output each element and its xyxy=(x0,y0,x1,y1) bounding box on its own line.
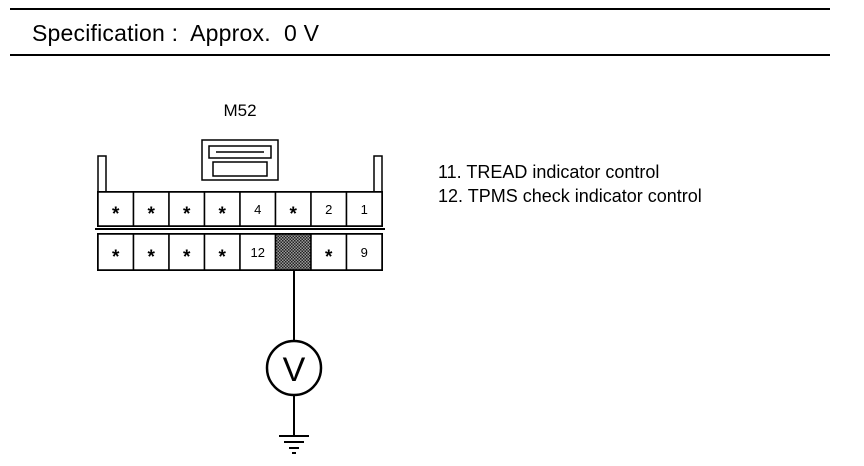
pin-label: 2 xyxy=(325,202,332,217)
pin-cell xyxy=(132,191,170,227)
pin-cell xyxy=(132,233,170,271)
voltmeter: V xyxy=(265,339,323,397)
pin-label: * xyxy=(219,247,227,268)
pin-cell xyxy=(310,233,348,271)
connector-top-row: * * * * 4 * 2 1 xyxy=(97,191,383,227)
probed-pin-cell xyxy=(274,233,312,271)
pin-label: * xyxy=(290,204,298,225)
voltmeter-symbol: V xyxy=(283,351,306,389)
pin-label: * xyxy=(219,204,227,225)
specification-bar: Specification : Approx. 0 V xyxy=(10,8,830,56)
pin-cell xyxy=(310,191,348,227)
ground-icon xyxy=(279,435,309,454)
pin-label: * xyxy=(112,204,120,225)
specification-text: Specification : Approx. 0 V xyxy=(32,20,320,46)
pin-legend: 11. TREAD indicator control 12. TPMS che… xyxy=(438,160,702,208)
legend-item: 12. TPMS check indicator control xyxy=(438,186,702,206)
pin-cell xyxy=(239,233,277,271)
pin-label: * xyxy=(148,204,156,225)
legend-item: 11. TREAD indicator control xyxy=(438,162,660,182)
pin-label: * xyxy=(112,247,120,268)
pin-label: * xyxy=(183,247,191,268)
pin-cell xyxy=(203,233,241,271)
pin-cell xyxy=(274,191,312,227)
pin-cell xyxy=(97,233,135,271)
pin-label: 1 xyxy=(361,202,368,217)
pin-cell xyxy=(168,233,206,271)
connector-name: M52 xyxy=(223,101,256,120)
pin-label: * xyxy=(148,247,156,268)
pin-cell xyxy=(203,191,241,227)
connector-bottom-row: * * * * 12 * 9 xyxy=(97,233,383,271)
pin-label: 12 xyxy=(251,245,265,260)
connector-latch xyxy=(201,139,279,181)
pin-cell xyxy=(345,233,383,271)
pin-label: 9 xyxy=(361,245,368,260)
pin-cell xyxy=(97,191,135,227)
pin-label: * xyxy=(183,204,191,225)
pin-label: * xyxy=(325,247,333,268)
pin-label: 4 xyxy=(254,202,261,217)
pin-cell xyxy=(345,191,383,227)
